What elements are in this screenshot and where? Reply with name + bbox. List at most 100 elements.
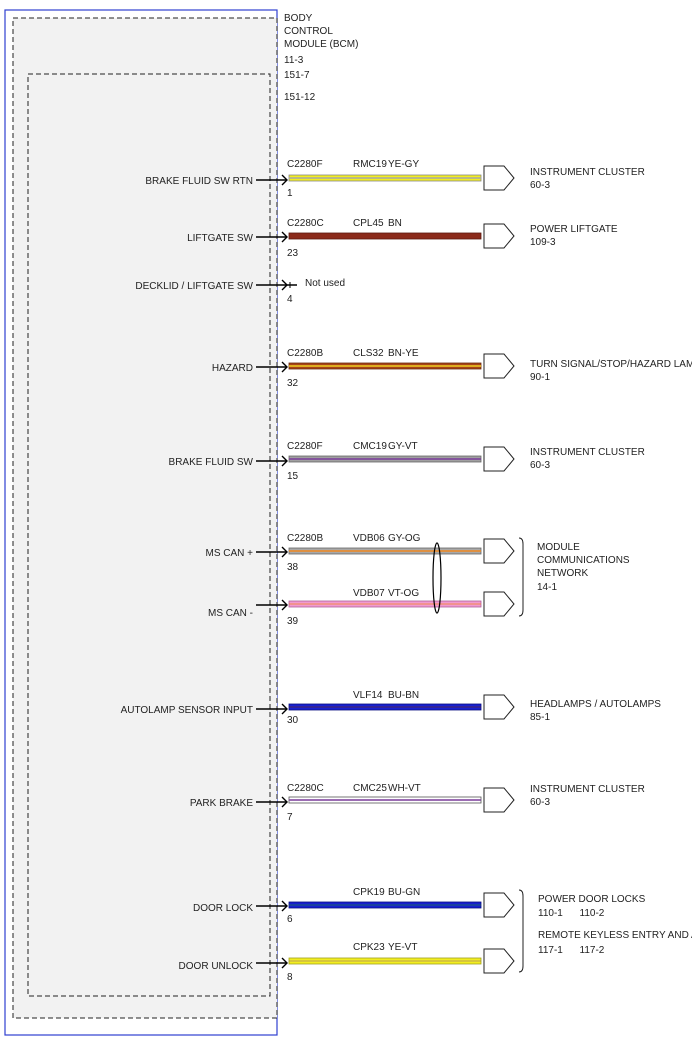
pin-number: 38 (287, 562, 299, 573)
pin-number: 4 (287, 294, 293, 305)
wire-color-code: YE-GY (388, 159, 419, 170)
circuit-liftgate-sw[interactable]: LIFTGATE SW C2280C CPL45 BN 23 POWER LIF… (187, 218, 618, 259)
group-ref: 110-1 110-2 (538, 908, 605, 919)
pin-label: BRAKE FLUID SW (169, 457, 254, 468)
circuit-id: CPL45 (353, 218, 384, 229)
destination-ref: 60-3 (530, 797, 550, 808)
pin-arrow-icon (281, 599, 288, 611)
connector-terminal-icon (483, 787, 515, 813)
wire-color-code: WH-VT (388, 783, 421, 794)
connector-terminal-icon (483, 948, 515, 974)
pin-arrow-icon (281, 957, 288, 969)
pin-number: 8 (287, 972, 293, 983)
destination-ref: 60-3 (530, 180, 550, 191)
circuit-brake-fluid-sw[interactable]: BRAKE FLUID SW C2280F CMC19 GY-VT 15 INS… (169, 441, 645, 482)
wire-color-code: BN-YE (388, 348, 419, 359)
pin-label: BRAKE FLUID SW RTN (145, 176, 253, 187)
twisted-pair-marker (432, 542, 442, 614)
destination-name: INSTRUMENT CLUSTER (530, 447, 645, 458)
pin-arrow-icon (281, 455, 288, 467)
module-inner-boundary (27, 73, 271, 997)
wire-color-code: VT-OG (388, 588, 419, 599)
destination-name: HEADLAMPS / AUTOLAMPS (530, 699, 661, 710)
group-bracket (518, 537, 524, 617)
module-ref: 151-7 (284, 70, 310, 81)
pin-label: MS CAN - (208, 608, 253, 619)
group-label: MODULE (537, 542, 580, 553)
twist-ellipse (432, 542, 442, 614)
connector-id: C2280C (287, 783, 324, 794)
connector-terminal-icon (483, 165, 515, 191)
destination-name: INSTRUMENT CLUSTER (530, 784, 645, 795)
connector-terminal-icon (483, 353, 515, 379)
pin-label: MS CAN + (205, 548, 253, 559)
circuit-id: CMC25 (353, 783, 387, 794)
pin-label: DOOR LOCK (193, 903, 253, 914)
pin-label: PARK BRAKE (190, 798, 253, 809)
group-ref: 14-1 (537, 582, 557, 593)
pin-number: 39 (287, 616, 299, 627)
destination-ref: 85-1 (530, 712, 550, 723)
pin-arrow-icon (281, 703, 288, 715)
group-label: COMMUNICATIONS (537, 555, 630, 566)
circuit-id: CMC19 (353, 441, 387, 452)
connector-terminal-icon (483, 694, 515, 720)
group-ref: 117-1 117-2 (538, 945, 605, 956)
connector-terminal-icon (483, 538, 515, 564)
connector-terminal-icon (483, 892, 515, 918)
destination-name: POWER LIFTGATE (530, 224, 618, 235)
circuit-id: VDB06 (353, 533, 385, 544)
wire-color-code: BN (388, 218, 402, 229)
wire-color-code: BU-BN (388, 690, 419, 701)
module-fill (12, 17, 278, 1019)
circuit-id: CPK19 (353, 887, 385, 898)
circuit-door-lock[interactable]: DOOR LOCK CPK19 BU-GN 6 (193, 887, 515, 925)
circuit-ms-can-plus[interactable]: MS CAN + C2280B VDB06 GY-OG 38 (205, 533, 515, 573)
circuit-decklid-liftgate-sw[interactable]: DECKLID / LIFTGATE SW Not used 4 (135, 278, 345, 305)
circuit-id: CLS32 (353, 348, 384, 359)
circuit-id: VDB07 (353, 588, 385, 599)
circuit-id: VLF14 (353, 690, 383, 701)
module-ref: 151-12 (284, 92, 316, 103)
group-label: REMOTE KEYLESS ENTRY AND ALARM (538, 930, 692, 941)
module-title-line: CONTROL (284, 26, 333, 37)
pin-label: LIFTGATE SW (187, 233, 253, 244)
circuit-hazard[interactable]: HAZARD C2280B CLS32 BN-YE 32 TURN SIGNAL… (212, 348, 692, 389)
pin-arrow-icon (281, 279, 288, 291)
pin-arrow-icon (281, 174, 288, 186)
destination-name: INSTRUMENT CLUSTER (530, 167, 645, 178)
pin-arrow-icon (281, 361, 288, 373)
circuit-autolamp-sensor-input[interactable]: AUTOLAMP SENSOR INPUT VLF14 BU-BN 30 HEA… (121, 690, 662, 726)
circuit-id: RMC19 (353, 159, 387, 170)
pin-number: 15 (287, 471, 299, 482)
module-title-line: BODY (284, 13, 313, 24)
module-title-line: MODULE (BCM) (284, 39, 358, 50)
circuit-id: CPK23 (353, 942, 385, 953)
pin-number: 32 (287, 378, 299, 389)
connector-id: C2280F (287, 441, 323, 452)
pin-label: DECKLID / LIFTGATE SW (135, 281, 253, 292)
module-title: BODY CONTROL MODULE (BCM) 11-3 151-7 151… (284, 13, 358, 103)
connector-terminal-icon (483, 446, 515, 472)
connector-terminal-icon (483, 223, 515, 249)
wire-color-code: GY-VT (388, 441, 418, 452)
circuit-door-unlock[interactable]: DOOR UNLOCK CPK23 YE-VT 8 (179, 942, 515, 983)
not-used-label: Not used (305, 278, 345, 289)
pin-label: DOOR UNLOCK (179, 961, 254, 972)
connector-id: C2280B (287, 533, 323, 544)
pin-arrow-icon (281, 231, 288, 243)
pin-label: HAZARD (212, 363, 253, 374)
wire-body (288, 232, 482, 240)
group-label: POWER DOOR LOCKS (538, 894, 646, 905)
wire-color-code: BU-GN (388, 887, 420, 898)
circuit-brake-fluid-sw-rtn[interactable]: BRAKE FLUID SW RTN C2280F RMC19 YE-GY 1 … (145, 159, 644, 199)
connector-id: C2280C (287, 218, 324, 229)
destination-ref: 90-1 (530, 372, 550, 383)
wire-body (288, 957, 482, 965)
pin-label: AUTOLAMP SENSOR INPUT (121, 705, 253, 716)
circuit-park-brake[interactable]: PARK BRAKE C2280C CMC25 WH-VT 7 INSTRUME… (190, 783, 645, 823)
circuit-ms-can-minus[interactable]: MS CAN - VDB07 VT-OG 39 (208, 588, 515, 627)
pin-arrow-icon (281, 900, 288, 912)
mscan-group: MODULE COMMUNICATIONS NETWORK 14-1 (518, 537, 630, 617)
pin-number: 1 (287, 188, 293, 199)
